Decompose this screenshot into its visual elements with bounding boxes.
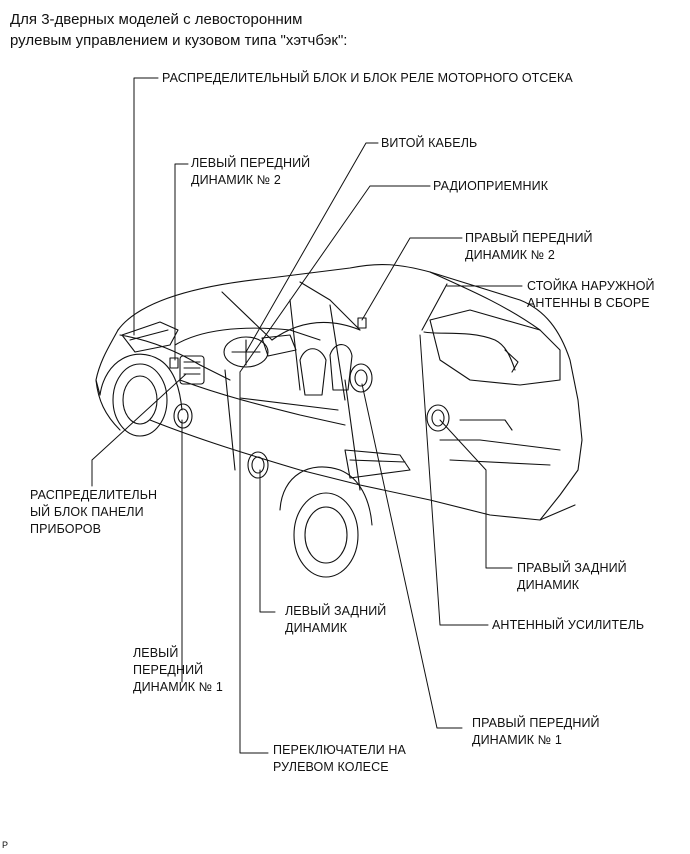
label-right-front-speaker-1: ПРАВЫЙ ПЕРЕДНИЙ ДИНАМИК № 1 [472, 716, 600, 747]
label-engine-relay-block: РАСПРЕДЕЛИТЕЛЬНЫЙ БЛОК И БЛОК РЕЛЕ МОТОР… [162, 71, 573, 85]
label-spiral-cable: ВИТОЙ КАБЕЛЬ [381, 136, 478, 150]
header-line-2: рулевым управлением и кузовом типа "хэтч… [10, 32, 348, 49]
label-right-front-speaker-2: ПРАВЫЙ ПЕРЕДНИЙ ДИНАМИК № 2 [465, 231, 593, 262]
label-left-front-speaker-1: ЛЕВЫЙ ПЕРЕДНИЙ ДИНАМИК № 1 [133, 646, 223, 694]
label-right-rear-speaker: ПРАВЫЙ ЗАДНИЙ ДИНАМИК [517, 561, 627, 592]
label-steering-pad-switch: ПЕРЕКЛЮЧАТЕЛИ НА РУЛЕВОМ КОЛЕСЕ [273, 743, 406, 774]
label-left-front-speaker-2: ЛЕВЫЙ ПЕРЕДНИЙ ДИНАМИК № 2 [191, 156, 311, 187]
header-line-1: Для 3-дверных моделей с левосторонним [10, 11, 303, 28]
leader-lines [91, 77, 523, 754]
label-instrument-panel-junction-block: РАСПРЕДЕЛИТЕЛЬН ЫЙ БЛОК ПАНЕЛИ ПРИБОРОВ [30, 488, 158, 536]
label-outer-antenna-pole: СТОЙКА НАРУЖНОЙ АНТЕННЫ В СБОРЕ [527, 279, 655, 310]
label-radio-receiver: РАДИОПРИЕМНИК [433, 179, 549, 193]
figure-code: P [2, 840, 9, 850]
label-left-rear-speaker: ЛЕВЫЙ ЗАДНИЙ ДИНАМИК [285, 604, 387, 635]
diagram-header: Для 3-дверных моделей с левосторонним ру… [10, 9, 347, 51]
car-illustration [95, 263, 583, 578]
label-antenna-amplifier: АНТЕННЫЙ УСИЛИТЕЛЬ [492, 618, 645, 632]
